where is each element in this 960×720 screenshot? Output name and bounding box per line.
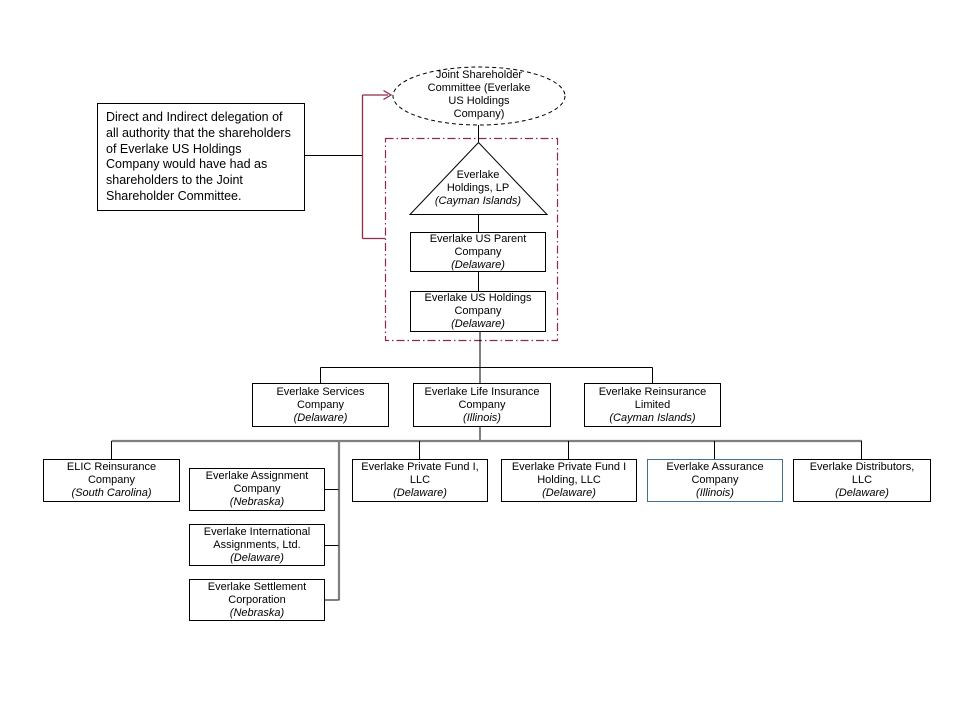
node-everlake-private-fund-holding: Everlake Private Fund I Holding, LLC (De… <box>501 459 637 502</box>
node-name: Joint Shareholder Committee (Everlake US… <box>427 69 531 120</box>
node-state: (South Carolina) <box>71 487 152 499</box>
delegation-boundary <box>384 137 559 342</box>
node-name: Everlake Distributors, LLC <box>809 461 915 486</box>
node-state: (Illinois) <box>696 487 734 499</box>
node-everlake-assignment: Everlake Assignment Company (Nebraska) <box>189 468 325 511</box>
node-name: Everlake Life Insurance Company <box>424 385 540 411</box>
node-name: Everlake Assurance Company <box>666 461 764 486</box>
node-state: (Nebraska) <box>229 606 285 619</box>
node-elic-reinsurance: ELIC Reinsurance Company (South Carolina… <box>43 459 180 502</box>
node-name: Everlake Settlement Corporation <box>207 580 307 606</box>
node-state: (Delaware) <box>451 318 505 330</box>
node-everlake-us-holdings: Everlake US Holdings Company (Delaware) <box>410 291 546 332</box>
node-everlake-international-assignments: Everlake International Assignments, Ltd.… <box>189 524 325 566</box>
delegation-arrowhead-icon <box>383 89 393 101</box>
node-state: (Cayman Islands) <box>434 194 522 207</box>
node-state: (Cayman Islands) <box>609 411 696 424</box>
node-state: (Delaware) <box>293 411 348 424</box>
node-name: Everlake Holdings, LP <box>446 168 510 194</box>
node-name: Everlake Private Fund I Holding, LLC <box>511 461 627 486</box>
node-everlake-services: Everlake Services Company (Delaware) <box>252 383 389 427</box>
node-everlake-reinsurance-limited: Everlake Reinsurance Limited (Cayman Isl… <box>584 383 721 427</box>
node-everlake-distributors: Everlake Distributors, LLC (Delaware) <box>793 459 931 502</box>
node-joint-shareholder-committee: Joint Shareholder Committee (Everlake US… <box>423 66 535 124</box>
delegation-note: Direct and Indirect delegation of all au… <box>97 103 305 211</box>
node-name: Everlake US Parent Company <box>429 232 527 258</box>
node-name: Everlake Private Fund I, LLC <box>361 461 479 486</box>
node-name: Everlake US Holdings Company <box>424 292 532 317</box>
node-everlake-holdings-lp: Everlake Holdings, LP (Cayman Islands) <box>418 163 538 213</box>
node-everlake-private-fund: Everlake Private Fund I, LLC (Delaware) <box>352 459 488 502</box>
node-state: (Delaware) <box>835 487 889 499</box>
node-everlake-life-insurance: Everlake Life Insurance Company (Illinoi… <box>413 383 551 427</box>
node-everlake-us-parent: Everlake US Parent Company (Delaware) <box>410 232 546 272</box>
node-state: (Delaware) <box>393 487 447 499</box>
node-state: (Nebraska) <box>229 496 285 508</box>
node-state: (Illinois) <box>463 411 501 424</box>
node-name: Everlake International Assignments, Ltd. <box>203 525 311 551</box>
node-name: Everlake Assignment Company <box>205 470 309 495</box>
node-name: Everlake Services Company <box>276 385 365 411</box>
node-name: ELIC Reinsurance Company <box>66 461 157 486</box>
node-state: (Delaware) <box>542 487 596 499</box>
node-everlake-settlement: Everlake Settlement Corporation (Nebrask… <box>189 579 325 621</box>
node-name: Everlake Reinsurance Limited <box>598 385 707 411</box>
node-state: (Delaware) <box>230 551 284 564</box>
committee-ellipse <box>392 66 566 126</box>
node-state: (Delaware) <box>451 258 505 271</box>
delegation-note-text: Direct and Indirect delegation of all au… <box>106 110 291 203</box>
node-everlake-assurance: Everlake Assurance Company (Illinois) <box>647 459 783 502</box>
